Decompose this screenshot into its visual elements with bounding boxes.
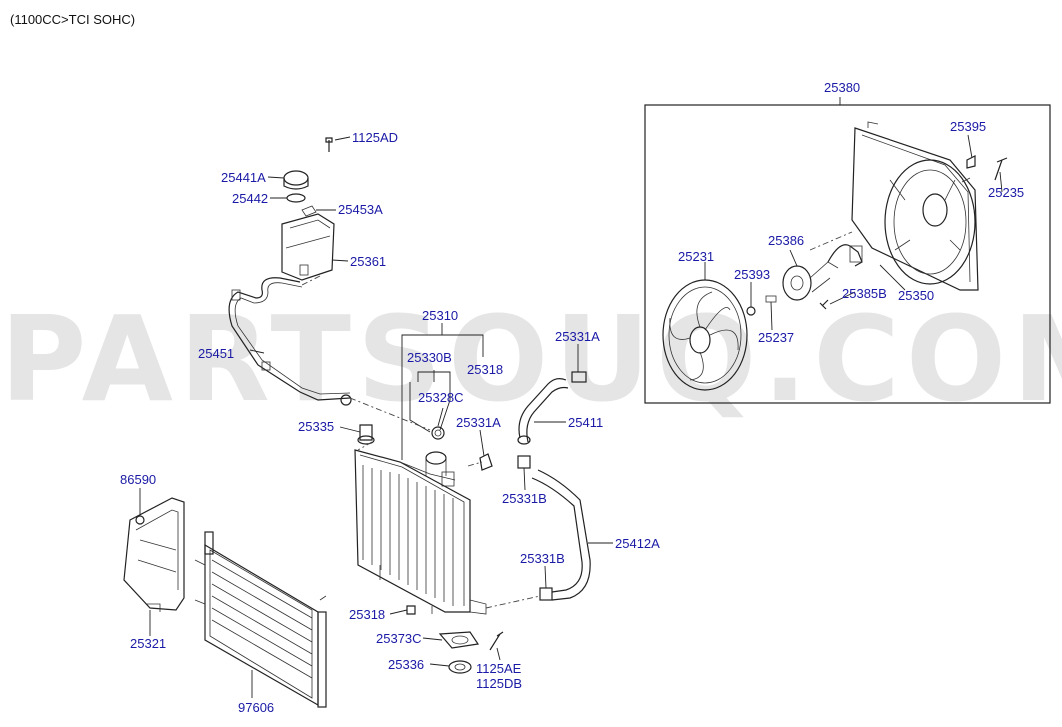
part-label-1125AE[interactable]: 1125AE (476, 661, 522, 676)
part-label-25237[interactable]: 25237 (758, 330, 794, 345)
part-label-25386[interactable]: 25386 (768, 233, 804, 248)
part-label-25393[interactable]: 25393 (734, 267, 770, 282)
part-label-25336[interactable]: 25336 (388, 657, 424, 672)
part-label-25235[interactable]: 25235 (988, 185, 1024, 200)
part-label-25395[interactable]: 25395 (950, 119, 986, 134)
hose-leader-lines (467, 344, 613, 609)
part-label-25442[interactable]: 25442 (232, 191, 268, 206)
part-label-25380[interactable]: 25380 (824, 80, 860, 95)
part-label-25310[interactable]: 25310 (422, 308, 458, 323)
condenser-drawing (194, 531, 327, 708)
part-label-25385B[interactable]: 25385B (842, 286, 887, 301)
clip-25237-drawing (765, 295, 777, 303)
reservoir-leader-lines (249, 136, 351, 354)
part-labels: 1125AD 25441A 25442 25453A 25361 25451 2… (120, 80, 1024, 715)
fan-leader-lines (704, 134, 1003, 331)
nut-25395-drawing (966, 155, 976, 169)
diagram-title: (1100CC>TCI SOHC) (10, 12, 136, 27)
part-label-25335[interactable]: 25335 (298, 419, 334, 434)
upper-hose-drawing (479, 371, 587, 471)
air-guard-leader-lines (139, 488, 151, 636)
fan-blade-drawing (662, 279, 748, 391)
part-label-25412A[interactable]: 25412A (615, 536, 660, 551)
part-label-25331B-upper[interactable]: 25331B (502, 491, 547, 506)
fan-motor-drawing (782, 244, 863, 301)
part-label-25318-upper[interactable]: 25318 (467, 362, 503, 377)
part-label-25331A-upper[interactable]: 25331A (555, 329, 600, 344)
nut-25393-drawing (746, 306, 756, 316)
radiator-drawing (354, 424, 504, 674)
bolt-25385b-drawing (819, 299, 829, 310)
part-label-25331A-lower[interactable]: 25331A (456, 415, 501, 430)
hose-25451-drawing (228, 277, 352, 406)
part-label-25361[interactable]: 25361 (350, 254, 386, 269)
part-label-25328C[interactable]: 25328C (418, 390, 464, 405)
radiator-leader-lines (339, 323, 501, 667)
part-label-25453A[interactable]: 25453A (338, 202, 383, 217)
bolt-25235-drawing (994, 157, 1008, 181)
part-label-25350[interactable]: 25350 (898, 288, 934, 303)
lower-hose-drawing (517, 455, 591, 601)
part-label-25331B-lower[interactable]: 25331B (520, 551, 565, 566)
part-label-97606[interactable]: 97606 (238, 700, 274, 715)
part-label-86590[interactable]: 86590 (120, 472, 156, 487)
part-label-25441A[interactable]: 25441A (221, 170, 266, 185)
fan-shroud-drawing (851, 121, 979, 291)
fan-assembly-frame (644, 104, 1051, 404)
part-label-25318-lower[interactable]: 25318 (349, 607, 385, 622)
reservoir-drawing (281, 137, 335, 281)
part-label-25330B[interactable]: 25330B (407, 350, 452, 365)
air-guard-drawing (123, 497, 185, 612)
part-label-25373C[interactable]: 25373C (376, 631, 422, 646)
part-label-25231[interactable]: 25231 (678, 249, 714, 264)
part-label-25451[interactable]: 25451 (198, 346, 234, 361)
part-label-25411[interactable]: 25411 (568, 415, 603, 430)
part-label-25321[interactable]: 25321 (130, 636, 166, 651)
part-label-1125AD[interactable]: 1125AD (352, 130, 398, 145)
part-label-1125DB[interactable]: 1125DB (476, 676, 522, 691)
